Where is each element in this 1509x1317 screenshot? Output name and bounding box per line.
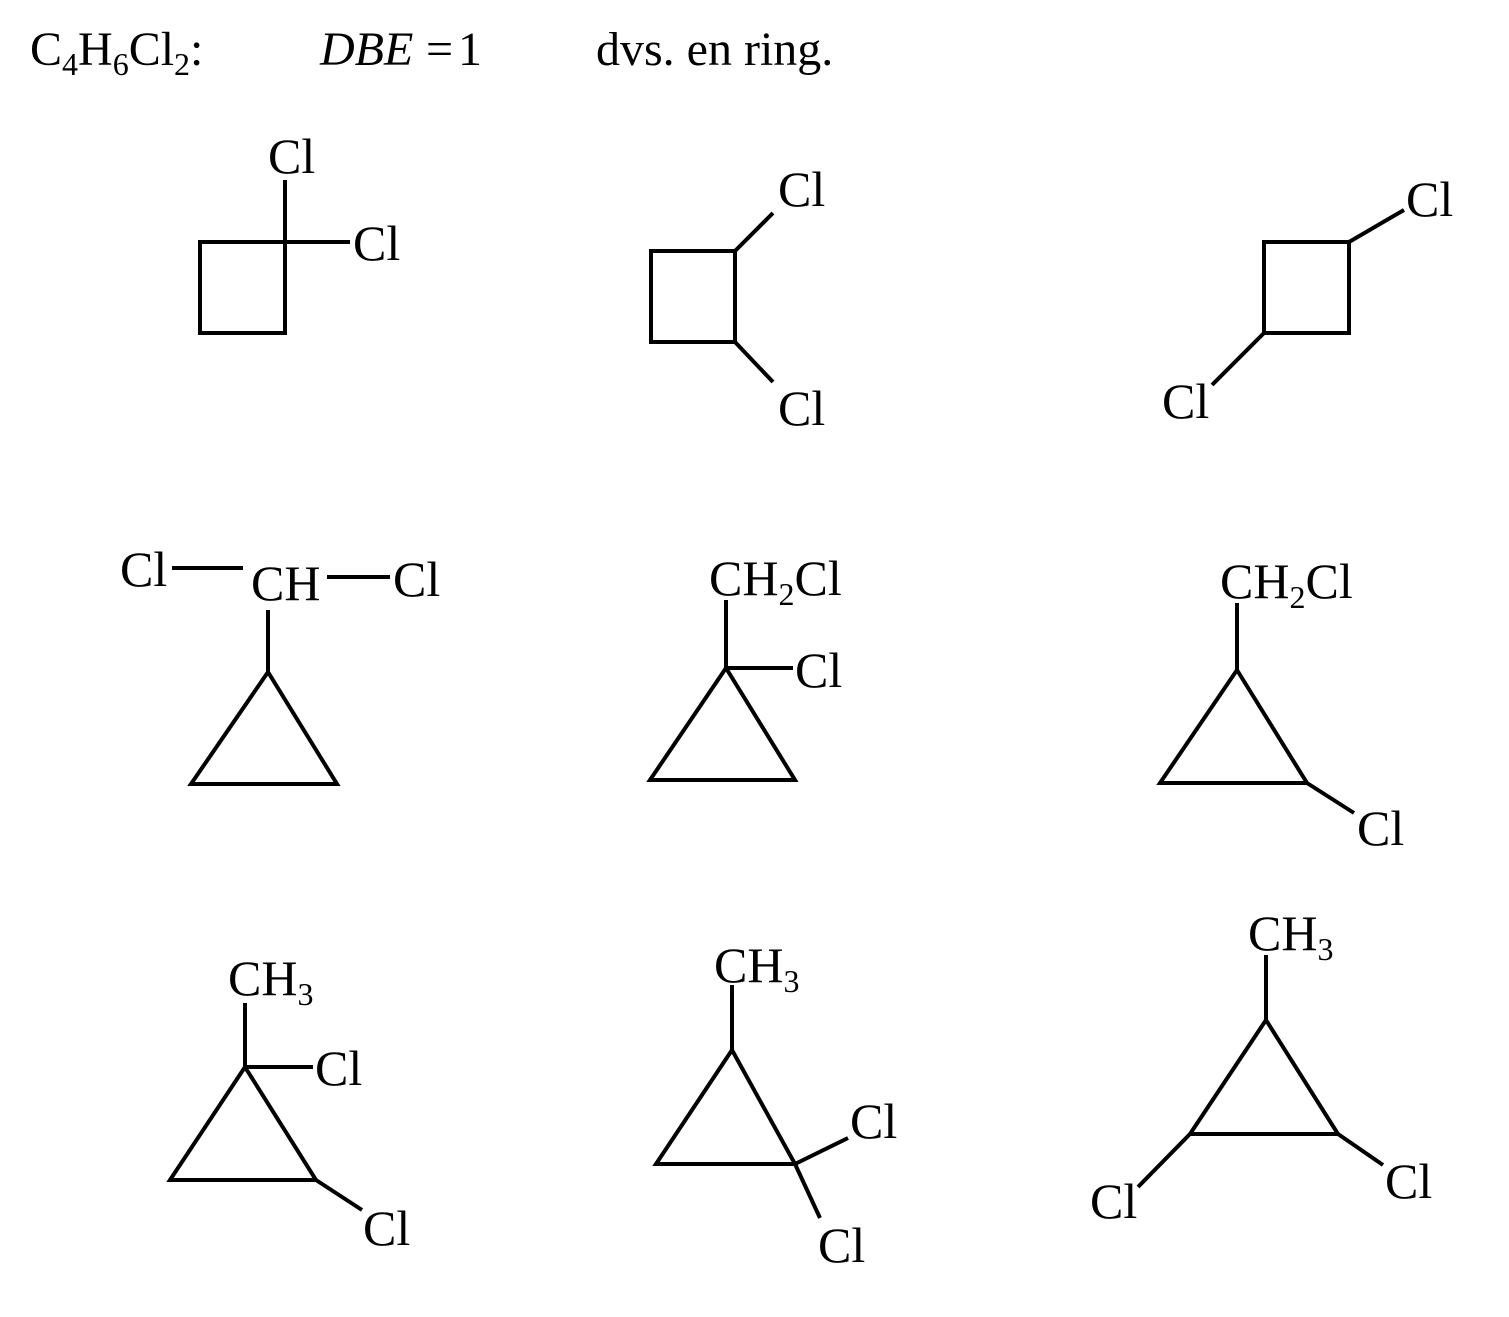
cyclopropane-ring xyxy=(166,1063,320,1182)
cyclobutane-ring xyxy=(649,249,737,344)
bond xyxy=(793,1163,822,1219)
cyclobutane-ring xyxy=(198,240,287,335)
bond xyxy=(733,340,775,384)
methyl-group: CH3 xyxy=(1248,905,1333,967)
atom-label: Cl xyxy=(1385,1153,1432,1209)
bond xyxy=(794,1136,849,1166)
methyl-group: CH3 xyxy=(228,950,313,1012)
bond xyxy=(733,211,775,253)
cyclobutane-ring xyxy=(1262,240,1351,335)
structure-1-2-dichlorocyclobutane: Cl Cl xyxy=(649,161,825,436)
atom-label: Cl xyxy=(1406,171,1453,227)
ring-note: dvs. en ring. xyxy=(596,23,833,76)
dbe-expression: DBE=1 xyxy=(319,23,482,76)
structure-1-1-dichlorocyclobutane: Cl Cl xyxy=(198,128,400,335)
methyl-group: CH3 xyxy=(714,937,799,999)
atom-label: Cl xyxy=(795,642,842,698)
atom-label: Cl xyxy=(268,128,315,184)
cyclopropane-ring xyxy=(1186,1016,1342,1136)
bond xyxy=(1336,1132,1385,1167)
bond xyxy=(1210,331,1266,387)
structure-dichloromethylcyclopropane: Cl CH Cl xyxy=(120,541,440,786)
chloromethyl-group: CH2Cl xyxy=(709,550,842,612)
atom-label: Cl xyxy=(363,1200,410,1256)
structure-1-3-dichlorocyclobutane: Cl Cl xyxy=(1162,171,1453,429)
chloromethyl-group: CH2Cl xyxy=(1220,553,1353,615)
cyclopropane-ring xyxy=(1156,666,1311,785)
structure-1-1-dichloro-2-methylcyclopropane: CH3 Cl Cl xyxy=(652,937,897,1273)
atom-label: Cl xyxy=(1090,1173,1137,1229)
structure-1-chloro-1-chloromethylcyclopropane: CH2Cl Cl xyxy=(646,550,842,782)
header: C4H6Cl2: DBE=1 dvs. en ring. xyxy=(30,23,833,82)
atom-label: CH xyxy=(251,555,320,611)
bond xyxy=(1136,1132,1192,1189)
structure-1-2-dichloro-1-methylcyclopropane: CH3 Cl Cl xyxy=(166,950,410,1256)
cyclopropane-ring xyxy=(187,668,341,786)
atom-label: Cl xyxy=(850,1093,897,1149)
cyclopropane-ring xyxy=(652,1046,799,1166)
atom-label: Cl xyxy=(1162,373,1209,429)
molecular-formula: C4H6Cl2: xyxy=(30,23,203,82)
cyclopropane-ring xyxy=(646,664,799,782)
structure-1-2-dichloro-3-methylcyclopropane: CH3 Cl Cl xyxy=(1090,905,1432,1229)
atom-label: Cl xyxy=(393,551,440,607)
structure-1-chloro-2-chloromethylcyclopropane: CH2Cl Cl xyxy=(1156,553,1404,856)
atom-label: Cl xyxy=(353,215,400,271)
atom-label: Cl xyxy=(818,1217,865,1273)
atom-label: Cl xyxy=(1357,800,1404,856)
bond xyxy=(314,1178,364,1212)
atom-label: Cl xyxy=(778,161,825,217)
atom-label: Cl xyxy=(120,541,167,597)
atom-label: Cl xyxy=(315,1040,362,1096)
bond xyxy=(1347,208,1406,244)
bond xyxy=(1305,781,1356,815)
atom-label: Cl xyxy=(778,380,825,436)
